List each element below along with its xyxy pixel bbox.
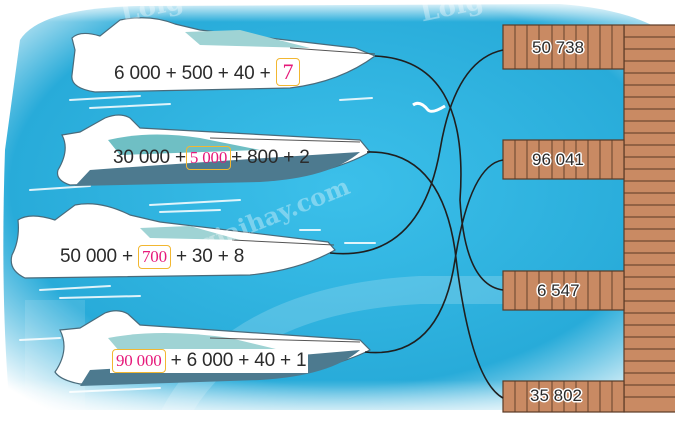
boat-1-answer: 7 (282, 59, 294, 84)
rope-boat3-to-50738 (329, 49, 504, 255)
boat-4-answer: 90 000 (116, 351, 162, 370)
boat-1-answer-box[interactable]: 7 (275, 58, 301, 86)
boat-2-prefix: 30 000 + (113, 147, 186, 168)
rope-boat2-to-35802 (366, 151, 504, 399)
boat-3-answer: 700 (141, 247, 167, 266)
boat-1-prefix: 6 000 + 500 + 40 + (114, 63, 276, 84)
boat-3-shape (10, 203, 336, 279)
boat-3-prefix: 50 000 + (60, 246, 138, 267)
pier (502, 24, 675, 413)
ropes (329, 49, 504, 399)
boat-1-shape (71, 17, 377, 93)
dock-label-2: 96 041 (532, 150, 584, 169)
boat-2-suffix: + 800 + 2 (231, 147, 310, 168)
boat-3-expression: 50 000 + 700 + 30 + 8 (60, 245, 244, 269)
boat-3-answer-box[interactable]: 700 (137, 245, 171, 269)
boat-2-answer: 5 000 (189, 148, 228, 167)
boat-3-suffix: + 30 + 8 (170, 246, 245, 267)
boat-4-expression: 90 000 + 6 000 + 40 + 1 (110, 349, 309, 373)
rope-boat4-to-96041 (364, 159, 504, 354)
dock-label-3: 6 547 (537, 281, 580, 300)
boat-2-answer-box[interactable]: 5 000 (185, 146, 232, 170)
seagull-icon (412, 101, 446, 113)
dock-label-1: 50 738 (532, 38, 584, 57)
rope-boat1-to-6547 (374, 55, 504, 291)
dock-label-4: 35 802 (530, 386, 582, 405)
boat-2-expression: 30 000 +5 000+ 800 + 2 (113, 146, 310, 170)
boat-4-suffix: + 6 000 + 40 + 1 (165, 350, 307, 371)
boat-1-expression: 6 000 + 500 + 40 + 7 (114, 58, 301, 86)
boat-4-answer-box[interactable]: 90 000 (112, 349, 166, 373)
